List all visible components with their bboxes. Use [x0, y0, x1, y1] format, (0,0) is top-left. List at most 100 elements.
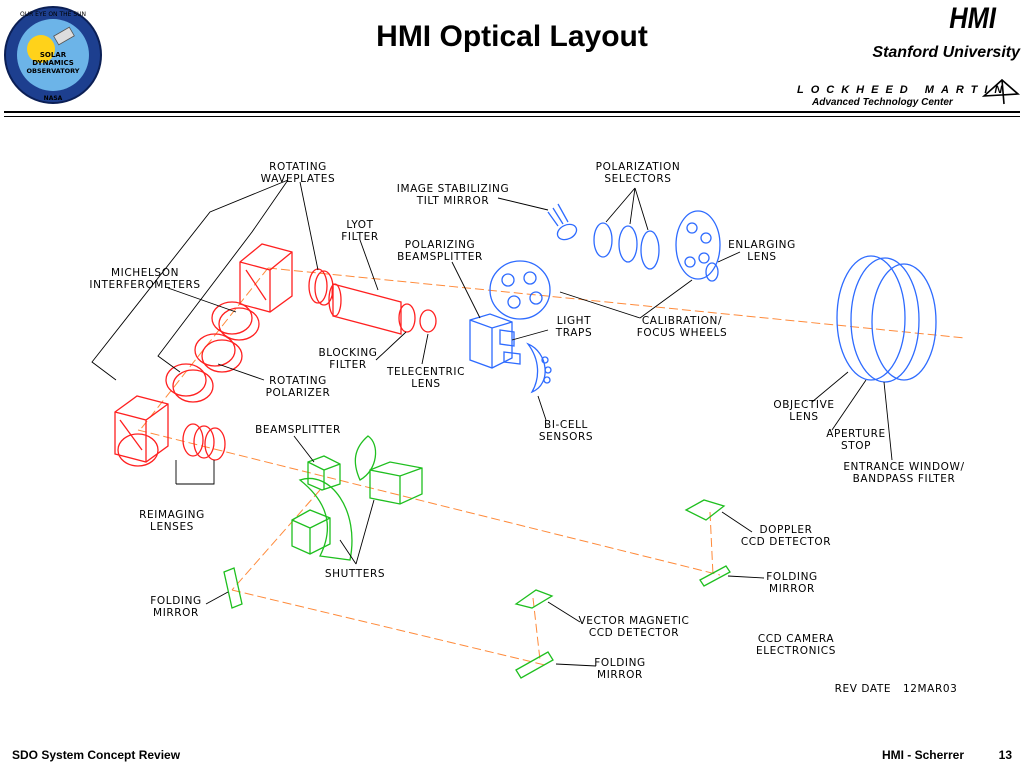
company-center: Advanced Technology Center — [812, 97, 953, 108]
label-ccd-camera-1: CCD CAMERA — [758, 633, 835, 645]
label-pol-beamsplitter-1: POLARIZING — [405, 239, 476, 251]
label-shutters: SHUTTERS — [325, 568, 385, 580]
logo-line3: OBSERVATORY — [26, 67, 79, 75]
label-image-stab-2: TILT MIRROR — [416, 195, 490, 207]
sdo-logo: SOLAR DYNAMICS OBSERVATORY OUR EYE ON TH… — [4, 6, 102, 104]
shutter-right — [354, 435, 377, 481]
light-traps — [499, 329, 521, 365]
label-aperture-2: STOP — [841, 440, 871, 452]
label-folding-bottom-1: FOLDING — [594, 657, 646, 669]
label-bicell-2: SENSORS — [539, 431, 593, 443]
label-vector-2: CCD DETECTOR — [589, 627, 679, 639]
logo-bottom-text: NASA — [44, 95, 63, 102]
doppler-block — [369, 461, 423, 505]
label-folding-bottom-2: MIRROR — [597, 669, 643, 681]
michelson-mirror-2 — [194, 333, 236, 367]
label-calibration-2: FOCUS WHEELS — [637, 327, 728, 339]
objective-lens — [836, 255, 906, 381]
logo-line1: SOLAR — [40, 51, 67, 59]
page-title: HMI Optical Layout — [376, 20, 648, 53]
label-objective-1: OBJECTIVE — [773, 399, 834, 411]
vector-magnetic-ccd — [514, 589, 554, 609]
label-lyot-1: LYOT — [346, 219, 373, 231]
label-doppler-2: CCD DETECTOR — [741, 536, 831, 548]
label-doppler-1: DOPPLER — [760, 524, 813, 536]
diagram-labels: ROTATING WAVEPLATES LYOT FILTER IMAGE ST… — [89, 161, 964, 695]
green-optics — [223, 435, 731, 679]
university-name: Stanford University — [872, 44, 1020, 61]
logo-line2: DYNAMICS — [32, 59, 74, 67]
michelson-mirror-1 — [211, 301, 253, 335]
michelson-upper-cube — [239, 243, 293, 313]
label-folding-left-1: FOLDING — [150, 595, 202, 607]
label-pol-beamsplitter-2: BEAMSPLITTER — [397, 251, 483, 263]
company-name: LOCKHEED MARTIN — [797, 84, 1010, 96]
label-michelson-2: INTERFEROMETERS — [89, 279, 200, 291]
label-blocking-2: FILTER — [329, 359, 366, 371]
label-calibration-1: CALIBRATION/ — [642, 315, 722, 327]
calibration-wheel-right — [675, 210, 721, 280]
folding-mirror-right — [699, 565, 731, 587]
red-optics — [114, 243, 437, 467]
polarizing-beamsplitter — [469, 313, 513, 369]
entrance-window — [871, 263, 937, 381]
folding-mirror-bottom — [515, 651, 554, 679]
footer-right: HMI - Scherrer — [881, 748, 964, 762]
label-rev-date: REV DATE 12MAR03 — [835, 683, 958, 695]
header-rule — [4, 111, 1020, 113]
label-light-traps-1: LIGHT — [557, 315, 591, 327]
leader-lines — [91, 179, 893, 667]
label-folding-right-2: MIRROR — [769, 583, 815, 595]
brand-hmi: HMI — [949, 2, 996, 35]
tilt-mirror — [547, 203, 578, 241]
label-aperture-1: APERTURE — [826, 428, 886, 440]
label-enlarging-2: LENS — [747, 251, 776, 263]
polarization-selector-3 — [640, 230, 660, 270]
label-entrance-2: BANDPASS FILTER — [853, 473, 956, 485]
enlarging-lens — [705, 262, 719, 282]
label-folding-left-2: MIRROR — [153, 607, 199, 619]
polarization-selector-1 — [593, 222, 613, 258]
lyot-filter-body — [331, 283, 402, 335]
blue-optics — [469, 203, 937, 394]
label-telecentric-2: LENS — [411, 378, 440, 390]
optical-layout-diagram: ROTATING WAVEPLATES LYOT FILTER IMAGE ST… — [89, 161, 966, 695]
label-beamsplitter: BEAMSPLITTER — [255, 424, 341, 436]
label-reimaging-1: REIMAGING — [139, 509, 205, 521]
label-rot-polarizer-1: ROTATING — [269, 375, 327, 387]
label-vector-1: VECTOR MAGNETIC — [579, 615, 690, 627]
bicell-sensors — [526, 342, 552, 394]
label-polarization-1: POLARIZATION — [596, 161, 681, 173]
reimaging-lens-2 — [193, 425, 215, 459]
rotating-polarizer — [165, 363, 207, 397]
rotating-waveplate-1 — [308, 268, 328, 304]
label-bicell-1: BI-CELL — [544, 419, 588, 431]
label-entrance-1: ENTRANCE WINDOW/ — [843, 461, 964, 473]
label-blocking-1: BLOCKING — [318, 347, 377, 359]
aperture-stop — [850, 257, 920, 383]
label-enlarging-1: ENLARGING — [728, 239, 796, 251]
header-rule-thin — [4, 116, 1020, 117]
page-number: 13 — [998, 748, 1012, 762]
polarization-selector-2 — [618, 225, 638, 263]
label-rotating-waveplates-1: ROTATING — [269, 161, 327, 173]
michelson-lower-cube — [114, 395, 169, 467]
label-reimaging-2: LENSES — [150, 521, 194, 533]
label-telecentric-1: TELECENTRIC — [386, 366, 465, 378]
lockheed-star-logo — [982, 78, 1020, 105]
shutter-left — [298, 477, 353, 561]
label-image-stab-1: IMAGE STABILIZING — [397, 183, 509, 195]
label-ccd-camera-2: ELECTRONICS — [756, 645, 836, 657]
reimaging-lens-1 — [182, 423, 204, 457]
label-lyot-2: FILTER — [341, 231, 378, 243]
footer-left: SDO System Concept Review — [12, 748, 181, 762]
folding-mirror-left — [223, 567, 243, 609]
label-folding-right-1: FOLDING — [766, 571, 818, 583]
beam-paths — [137, 267, 966, 666]
doppler-ccd — [684, 499, 726, 521]
label-light-traps-2: TRAPS — [555, 327, 592, 339]
label-polarization-2: SELECTORS — [604, 173, 671, 185]
rotating-waveplate-2 — [314, 270, 334, 306]
label-rot-polarizer-2: POLARIZER — [266, 387, 331, 399]
reimaging-lens-3 — [204, 427, 226, 461]
